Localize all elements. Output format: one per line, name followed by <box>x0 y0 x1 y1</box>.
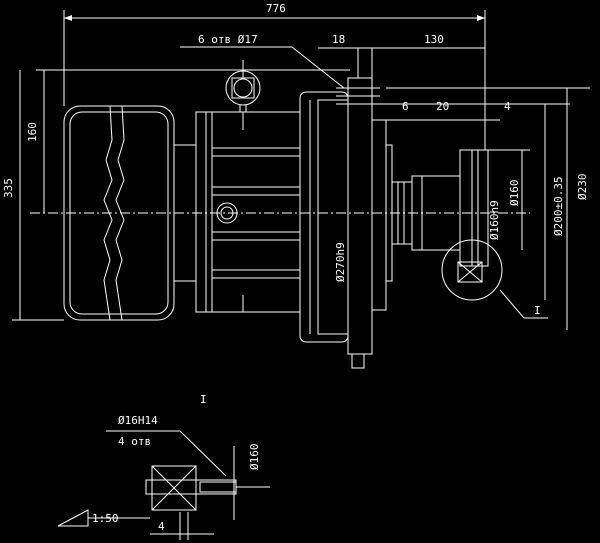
main-view: 776 6 отв Ø17 18 130 6 20 4 160 335 Ø160… <box>2 2 590 369</box>
callout-detail: I <box>200 393 207 406</box>
lifting-lug <box>225 60 261 112</box>
detail-hole-label: Ø16H14 <box>118 414 158 427</box>
detail-d4: 4 <box>158 520 165 533</box>
dim-text-dia200: Ø200±0.35 <box>552 176 565 236</box>
callout-main: I <box>534 304 541 317</box>
dim-text-dia230: Ø230 <box>576 174 589 201</box>
dim-text-6: 6 <box>402 100 409 113</box>
inspection-hole <box>216 202 238 224</box>
dim-overall-length <box>63 10 486 150</box>
dim-text-776: 776 <box>266 2 286 15</box>
dim-text-20: 20 <box>436 100 449 113</box>
central-housing <box>195 111 301 313</box>
dim-text-dia160h9: Ø160h9 <box>488 200 501 240</box>
detail-view: I Ø16H14 4 отв Ø160 1:50 4 <box>57 393 270 540</box>
dim-text-4: 4 <box>504 100 511 113</box>
main-flange <box>299 47 393 369</box>
dim-text-160-h: 160 <box>26 122 39 142</box>
detail-dia160: Ø160 <box>248 444 261 471</box>
shaft <box>391 149 489 267</box>
detail-taper: 1:50 <box>92 512 119 525</box>
holes-label: 6 отв Ø17 <box>198 33 258 46</box>
dim-text-130: 130 <box>424 33 444 46</box>
dim-text-dia270: Ø270h9 <box>334 242 347 282</box>
detail-circle <box>441 239 548 319</box>
dim-text-dia160: Ø160 <box>508 180 521 207</box>
dim-text-335: 335 <box>2 178 15 198</box>
detail-hole-count: 4 отв <box>118 435 151 448</box>
dim-text-18: 18 <box>332 33 345 46</box>
